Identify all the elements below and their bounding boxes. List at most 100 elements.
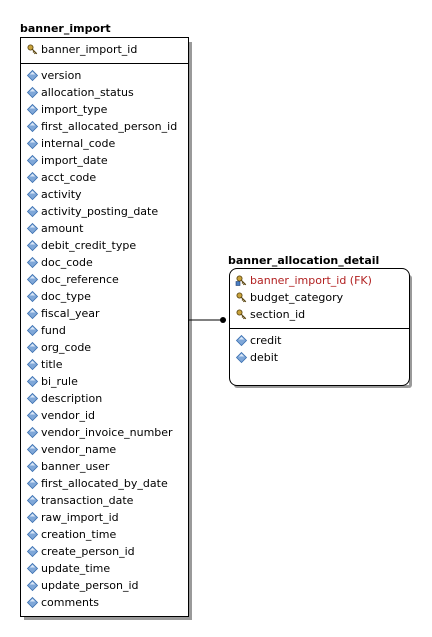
attribute-icon bbox=[26, 409, 39, 422]
attribute-icon bbox=[26, 443, 39, 456]
attribute-row-label: vendor_name bbox=[41, 443, 117, 456]
attribute-icon bbox=[26, 171, 39, 184]
attribute-row[interactable]: transaction_date bbox=[21, 492, 188, 509]
attribute-icon bbox=[26, 256, 39, 269]
relationship-cardinality-dot bbox=[220, 317, 226, 323]
attribute-icon bbox=[235, 351, 248, 364]
attribute-icon bbox=[26, 324, 39, 337]
attribute-icon bbox=[26, 477, 39, 490]
attribute-row-label: create_person_id bbox=[41, 545, 135, 558]
attribute-icon bbox=[26, 69, 39, 82]
attribute-row[interactable]: activity bbox=[21, 186, 188, 203]
attribute-row-label: doc_code bbox=[41, 256, 93, 269]
attribute-row-label: vendor_id bbox=[41, 409, 96, 422]
key-row-label: section_id bbox=[250, 308, 306, 321]
attribute-row-label: doc_type bbox=[41, 290, 91, 303]
attribute-row[interactable]: acct_code bbox=[21, 169, 188, 186]
attribute-row-label: debit_credit_type bbox=[41, 239, 137, 252]
attribute-row[interactable]: internal_code bbox=[21, 135, 188, 152]
attribute-icon bbox=[26, 511, 39, 524]
attribute-row-label: title bbox=[41, 358, 63, 371]
attribute-row[interactable]: version bbox=[21, 67, 188, 84]
attribute-icon bbox=[26, 528, 39, 541]
attribute-icon bbox=[26, 579, 39, 592]
primary-key-icon bbox=[236, 292, 247, 303]
attribute-row[interactable]: comments bbox=[21, 594, 188, 611]
primary-key-icon bbox=[236, 309, 247, 320]
attribute-icon bbox=[26, 596, 39, 609]
attribute-icon bbox=[26, 375, 39, 388]
attribute-row-label: org_code bbox=[41, 341, 92, 354]
key-row-label: budget_category bbox=[250, 291, 344, 304]
attribute-row[interactable]: doc_type bbox=[21, 288, 188, 305]
attribute-row[interactable]: doc_code bbox=[21, 254, 188, 271]
attribute-row[interactable]: fund bbox=[21, 322, 188, 339]
attribute-row[interactable]: vendor_id bbox=[21, 407, 188, 424]
attribute-row[interactable]: import_type bbox=[21, 101, 188, 118]
attribute-row[interactable]: import_date bbox=[21, 152, 188, 169]
attribute-row[interactable]: creation_time bbox=[21, 526, 188, 543]
attribute-row[interactable]: first_allocated_by_date bbox=[21, 475, 188, 492]
attribute-icon bbox=[26, 273, 39, 286]
attribute-icon bbox=[26, 307, 39, 320]
key-row[interactable]: section_id bbox=[230, 306, 409, 323]
key-row-label: banner_import_id bbox=[41, 43, 138, 56]
attribute-row[interactable]: allocation_status bbox=[21, 84, 188, 101]
attribute-row-label: fund bbox=[41, 324, 66, 337]
attribute-icon bbox=[26, 494, 39, 507]
attribute-row[interactable]: banner_user bbox=[21, 458, 188, 475]
attribute-row-label: first_allocated_by_date bbox=[41, 477, 168, 490]
attribute-row-label: debit bbox=[250, 351, 279, 364]
attribute-row-label: credit bbox=[250, 334, 282, 347]
attribute-row[interactable]: debit bbox=[230, 349, 409, 366]
attribute-row[interactable]: credit bbox=[230, 332, 409, 349]
attribute-icon bbox=[26, 154, 39, 167]
attribute-row-label: internal_code bbox=[41, 137, 116, 150]
key-row[interactable]: banner_import_id (FK) bbox=[230, 272, 409, 289]
attribute-row-label: vendor_invoice_number bbox=[41, 426, 173, 439]
attribute-row[interactable]: description bbox=[21, 390, 188, 407]
attribute-row-label: activity bbox=[41, 188, 82, 201]
attribute-row-label: activity_posting_date bbox=[41, 205, 159, 218]
attribute-row[interactable]: update_time bbox=[21, 560, 188, 577]
key-row[interactable]: banner_import_id bbox=[21, 41, 188, 58]
attribute-row[interactable]: doc_reference bbox=[21, 271, 188, 288]
attribute-row[interactable]: update_person_id bbox=[21, 577, 188, 594]
attribute-row-label: banner_user bbox=[41, 460, 110, 473]
attribute-icon bbox=[26, 545, 39, 558]
attribute-row-label: acct_code bbox=[41, 171, 97, 184]
attribute-row-label: raw_import_id bbox=[41, 511, 119, 524]
attribute-row[interactable]: amount bbox=[21, 220, 188, 237]
key-row[interactable]: budget_category bbox=[230, 289, 409, 306]
attribute-icon bbox=[26, 341, 39, 354]
attribute-row[interactable]: debit_credit_type bbox=[21, 237, 188, 254]
attribute-icon bbox=[26, 426, 39, 439]
attribute-row[interactable]: create_person_id bbox=[21, 543, 188, 560]
attribute-row[interactable]: first_allocated_person_id bbox=[21, 118, 188, 135]
banner-import-key-section: banner_import_id bbox=[21, 38, 188, 64]
attribute-row[interactable]: vendor_name bbox=[21, 441, 188, 458]
attribute-icon bbox=[26, 205, 39, 218]
attribute-row[interactable]: vendor_invoice_number bbox=[21, 424, 188, 441]
attribute-row-label: doc_reference bbox=[41, 273, 119, 286]
attribute-row-label: transaction_date bbox=[41, 494, 134, 507]
attribute-icon bbox=[235, 334, 248, 347]
key-row-label: banner_import_id (FK) bbox=[250, 274, 372, 287]
attribute-icon bbox=[26, 460, 39, 473]
banner-import-shadow-bottom bbox=[24, 617, 192, 620]
attribute-icon bbox=[26, 562, 39, 575]
attribute-icon bbox=[26, 188, 39, 201]
attribute-row-label: import_date bbox=[41, 154, 108, 167]
attribute-icon bbox=[26, 86, 39, 99]
attribute-row[interactable]: org_code bbox=[21, 339, 188, 356]
attribute-row[interactable]: title bbox=[21, 356, 188, 373]
banner-allocation-detail-title: banner_allocation_detail bbox=[228, 254, 380, 267]
attribute-row[interactable]: fiscal_year bbox=[21, 305, 188, 322]
attribute-row[interactable]: bi_rule bbox=[21, 373, 188, 390]
attribute-icon bbox=[26, 392, 39, 405]
attribute-row[interactable]: raw_import_id bbox=[21, 509, 188, 526]
attribute-row[interactable]: activity_posting_date bbox=[21, 203, 188, 220]
